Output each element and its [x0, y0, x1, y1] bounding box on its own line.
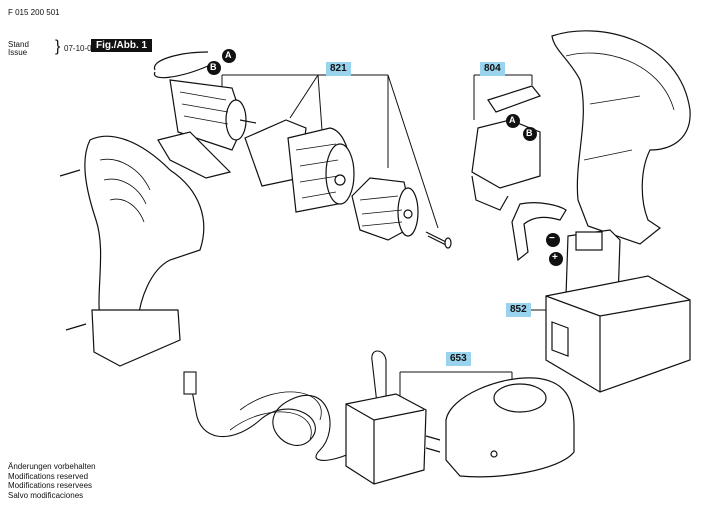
callout-852: 852 — [506, 303, 531, 317]
marker-b-switch-label: B — [526, 128, 533, 138]
issue-label: Issue — [8, 48, 28, 57]
marker-a-switch-label: A — [509, 115, 516, 125]
chuck-screw-illustration — [425, 231, 452, 249]
battery-pack-illustration — [545, 229, 691, 393]
housing-screws — [59, 169, 87, 331]
marker-a-switch — [506, 114, 520, 128]
note-german: Änderungen vorbehalten — [8, 462, 96, 471]
switch-illustration — [471, 85, 541, 211]
stand-label: Stand — [8, 40, 29, 49]
note-spanish: Salvo modificaciones — [8, 490, 84, 500]
callout-821: 821 — [326, 62, 351, 76]
gearbox-illustration — [244, 119, 355, 213]
marker-minus-label: − — [549, 233, 555, 244]
marker-b-switch — [523, 127, 537, 141]
marker-plus — [549, 252, 563, 266]
document-number: F 015 200 501 — [8, 8, 60, 17]
marker-a-motor-label: A — [225, 50, 232, 60]
figure-label: Fig./Abb. 1 — [91, 39, 153, 52]
marker-a-motor — [222, 49, 236, 63]
marker-b-motor — [207, 61, 221, 75]
brace-glyph: } — [55, 38, 61, 55]
marker-plus-label: + — [552, 252, 558, 263]
charger-base-illustration — [445, 377, 575, 478]
marker-b-motor-label: B — [210, 62, 217, 72]
guard-plate-illustration — [157, 131, 232, 179]
callout-804: 804 — [480, 62, 505, 76]
right-housing-illustration — [551, 30, 691, 245]
left-housing-illustration — [84, 135, 205, 367]
note-english: Modifications reserved — [8, 471, 89, 481]
note-french: Modifications reservees — [8, 481, 93, 490]
chuck-illustration — [351, 177, 419, 241]
leader-lines-821 — [221, 74, 439, 229]
issue-date: 07-10-04 — [64, 44, 97, 53]
callout-653: 653 — [446, 352, 471, 366]
marker-minus — [546, 233, 560, 247]
power-adapter-illustration — [345, 393, 441, 485]
strap-illustration — [511, 202, 567, 262]
footer-notes: Änderungen vorbehalten Modifications res… — [8, 462, 96, 500]
